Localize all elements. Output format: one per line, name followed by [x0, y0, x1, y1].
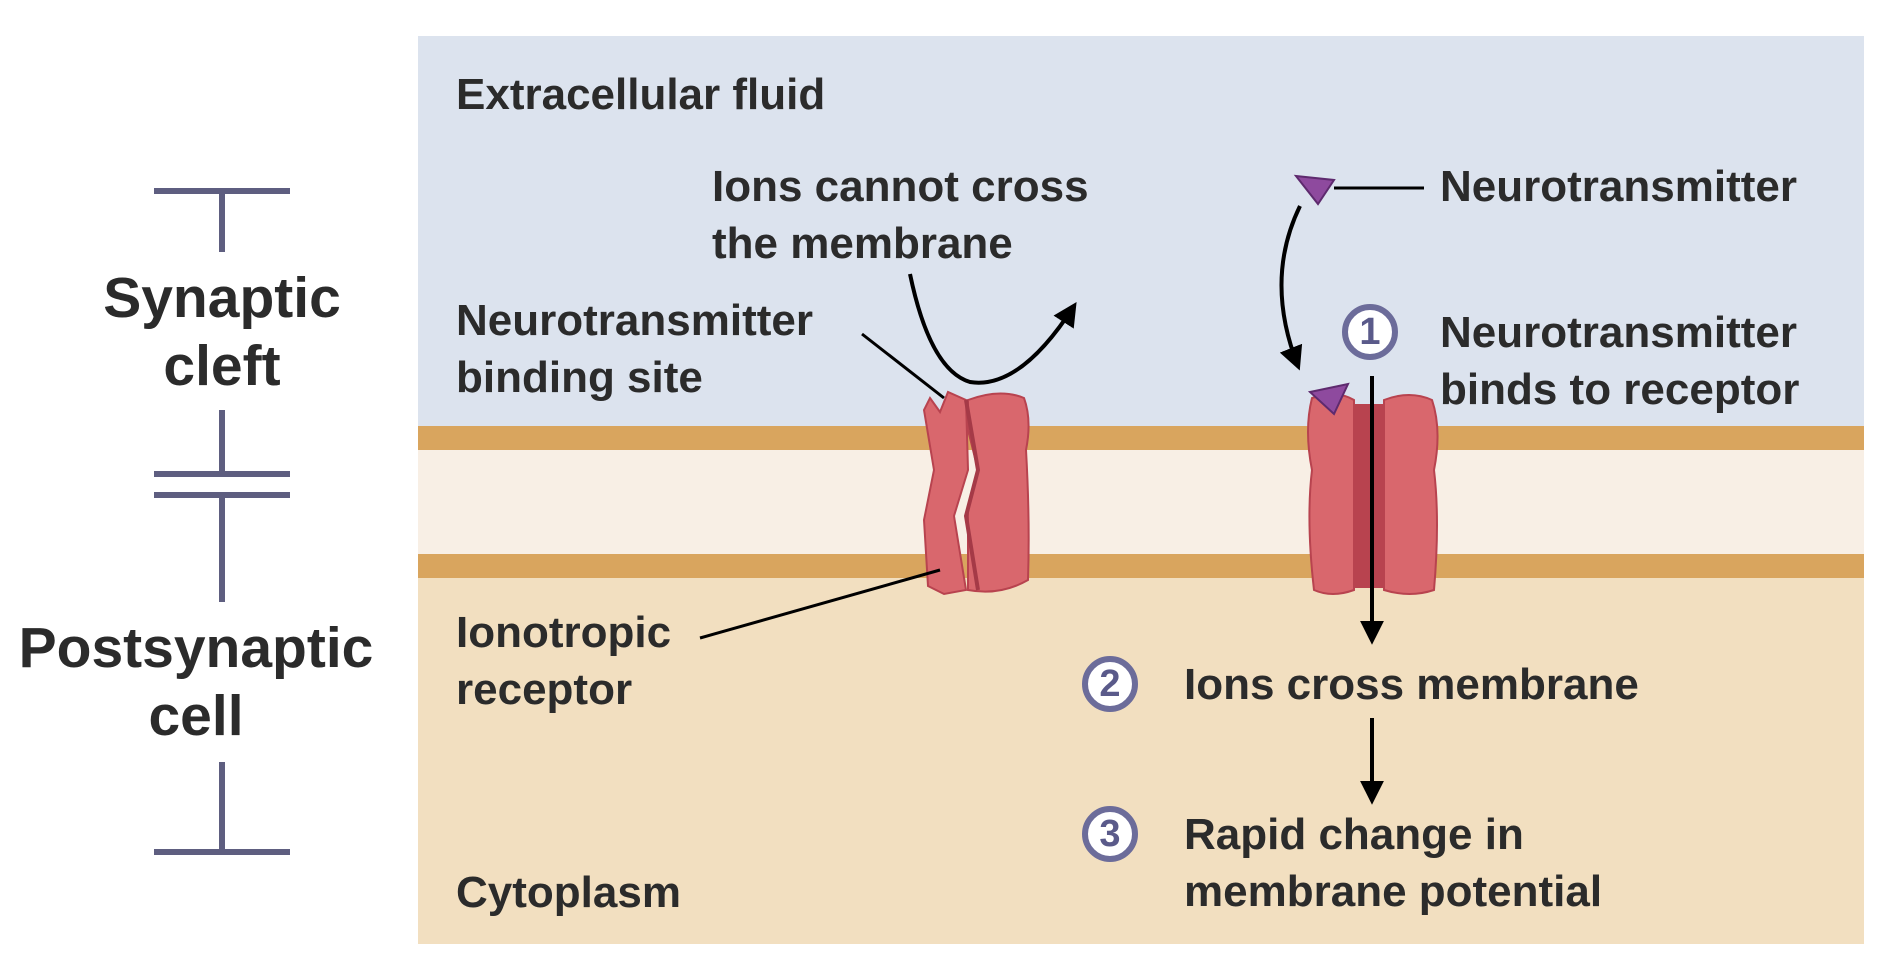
ions-cannot-line-1: Ions cannot cross	[712, 162, 1089, 211]
membrane-core	[418, 432, 1864, 566]
synaptic-cleft-line-2: cleft	[163, 334, 281, 398]
postsynaptic-line-1: Postsynaptic	[18, 616, 374, 680]
step-3-badge: 3	[1082, 806, 1138, 862]
step-2-line-1: Ions cross membrane	[1184, 660, 1639, 709]
extracellular-region	[418, 36, 1864, 432]
postsynaptic-line-2: cell	[148, 684, 244, 748]
cytoplasm-label: Cytoplasm	[456, 868, 681, 917]
open-receptor-left-subunit	[1307, 393, 1355, 595]
bound-neurotransmitter	[1307, 382, 1350, 416]
binding-arrow	[1279, 205, 1303, 371]
binding-site-line-2: binding site	[456, 353, 703, 402]
binding-site-leader	[861, 332, 945, 400]
membrane-inner-edge	[418, 554, 1864, 578]
ions-blocked-arrow	[908, 273, 1077, 385]
step-3-line-1: Rapid change in	[1184, 810, 1524, 859]
ionotropic-leader	[699, 568, 941, 640]
ionotropic-receptor-label: Ionotropic receptor	[456, 604, 671, 718]
closed-receptor-left-subunit	[922, 390, 970, 596]
ions-cannot-line-2: the membrane	[712, 219, 1013, 268]
step-1-badge: 1	[1342, 304, 1398, 360]
step-2-text: Ions cross membrane	[1184, 656, 1639, 713]
synaptic-cleft-line-1: Synaptic	[103, 266, 341, 330]
postsynaptic-bracket	[154, 492, 290, 855]
cytoplasm-region	[418, 566, 1864, 944]
extracellular-fluid-label: Extracellular fluid	[456, 70, 826, 119]
neurotransmitter-label: Neurotransmitter	[1440, 162, 1797, 211]
ionotropic-line-2: receptor	[456, 665, 633, 714]
step-1-line-1: Neurotransmitter	[1440, 308, 1797, 357]
ions-cannot-cross-label: Ions cannot cross the membrane	[712, 158, 1089, 272]
synaptic-cleft-label: Synaptic cleft	[90, 264, 354, 400]
free-neurotransmitter	[1293, 174, 1336, 206]
step-1-line-2: binds to receptor	[1440, 365, 1800, 414]
step-3-text: Rapid change in membrane potential	[1184, 806, 1602, 920]
ionotropic-line-1: Ionotropic	[456, 608, 672, 657]
step-1-text: Neurotransmitter binds to receptor	[1440, 304, 1799, 418]
open-receptor-right-subunit	[1383, 394, 1439, 595]
synaptic-cleft-bracket	[154, 188, 290, 477]
open-receptor-channel	[1354, 404, 1384, 588]
step-2-badge: 2	[1082, 656, 1138, 712]
closed-ionotropic-receptor	[922, 390, 1030, 596]
membrane-outer-edge	[418, 426, 1864, 450]
step-3-line-2: membrane potential	[1184, 867, 1603, 916]
postsynaptic-cell-label: Postsynaptic cell	[4, 614, 388, 750]
open-ionotropic-receptor	[1307, 393, 1439, 595]
binding-site-line-1: Neurotransmitter	[456, 296, 813, 345]
binding-site-label: Neurotransmitter binding site	[456, 292, 813, 406]
closed-receptor-pore	[963, 399, 981, 591]
closed-receptor-right-subunit	[967, 392, 1030, 593]
